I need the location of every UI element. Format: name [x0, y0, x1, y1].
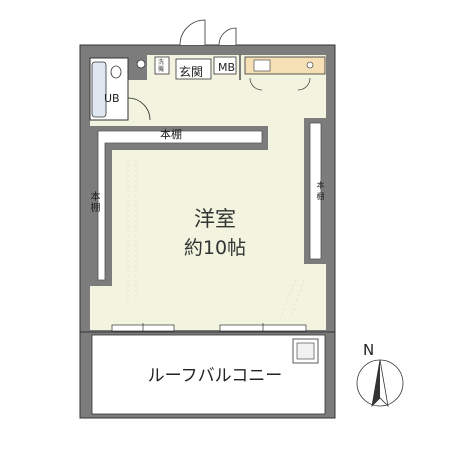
bathtub [91, 61, 107, 118]
washer-label: 洗機 [158, 59, 165, 73]
shelf-label-top: 本棚 [160, 128, 182, 141]
entrance-label: 玄関 [179, 65, 204, 79]
bath-door-icon [127, 97, 151, 121]
north-label: N [363, 341, 375, 359]
room-size: 約10帖 [183, 237, 247, 259]
floor-hatching [127, 155, 305, 319]
corridor-floor [90, 80, 326, 122]
kitchen-sink-icon [253, 59, 271, 72]
stove-icon [306, 61, 314, 69]
balcony-floor [91, 334, 326, 415]
right-shelf-inner [309, 122, 322, 260]
room-name: 洋室 [194, 207, 236, 231]
meter-box [213, 56, 237, 75]
compass-icon [356, 359, 404, 408]
shelf-l-inner [97, 130, 263, 281]
shelf-label-left: 本棚 [90, 192, 101, 214]
toilet-icon [110, 65, 122, 79]
shelf-label-right: 本棚 [316, 181, 325, 201]
unit-bath-label: UB [104, 92, 120, 105]
entrance-door-icon [179, 19, 206, 46]
entrance-box [175, 58, 212, 80]
sink-icon [136, 59, 146, 69]
meter-box-label: MB [218, 61, 236, 74]
kitchen-door-icon [249, 77, 311, 91]
balcony-label: ルーフバルコニー [147, 366, 283, 386]
room-floor [90, 120, 326, 330]
washer-space [154, 56, 170, 75]
mb-door-icon [218, 27, 237, 46]
room-windows [111, 323, 307, 333]
